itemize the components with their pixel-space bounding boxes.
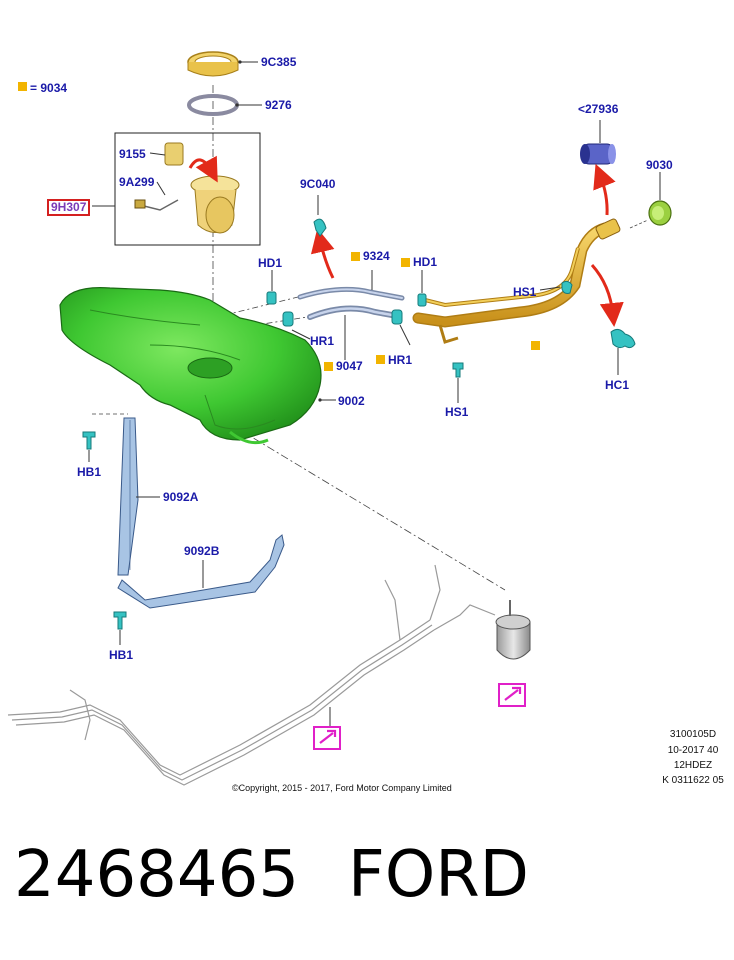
callout-9c040[interactable]: 9C040 — [300, 177, 336, 191]
hose-clamp-hd1-left — [266, 291, 277, 305]
callout-9047[interactable]: 9047 — [336, 359, 363, 373]
brand-name: FORD — [348, 838, 529, 912]
canister-axis-line — [239, 429, 506, 591]
up-arrow-9c040 — [310, 228, 335, 279]
hose-clamp-hr1-left — [282, 311, 294, 327]
strap-9092b-part — [117, 534, 285, 609]
clip-9c040-part — [313, 218, 327, 237]
callout-9324[interactable]: 9324 — [363, 249, 390, 263]
marker-hr1-right — [376, 355, 385, 364]
highlight-canister-icon — [498, 683, 526, 707]
callout-27936[interactable]: <27936 — [578, 102, 619, 116]
carbon-canister-part — [495, 600, 531, 660]
marker-hd1-right — [401, 258, 410, 267]
marker-filler-pipe — [531, 341, 540, 350]
part-number: 2468465 — [14, 838, 300, 912]
callout-9002[interactable]: 9002 — [338, 394, 365, 408]
fuel-tank-part — [59, 287, 322, 445]
callout-hr1-right[interactable]: HR1 — [388, 353, 413, 367]
hose-clamp-hr1-right — [391, 309, 403, 325]
doc-code-3: 12HDEZ — [673, 760, 713, 771]
marker-9324 — [351, 252, 360, 261]
pump-arrow — [188, 155, 218, 183]
strap-9092a-part — [117, 417, 139, 576]
callout-9030[interactable]: 9030 — [646, 158, 673, 172]
doc-code-2: 10-2017 40 — [667, 745, 719, 756]
callout-hb1-lower[interactable]: HB1 — [109, 648, 134, 662]
callout-9c385[interactable]: 9C385 — [261, 55, 297, 69]
hose-clamp-hd1-right — [417, 293, 427, 307]
callout-hs1-lower[interactable]: HS1 — [445, 405, 469, 419]
cap-assembly-part — [580, 143, 616, 165]
callout-hd1-left[interactable]: HD1 — [258, 256, 283, 270]
legend-label: = 9034 — [30, 81, 68, 95]
callout-hs1-upper[interactable]: HS1 — [513, 285, 537, 299]
callout-hr1-left[interactable]: HR1 — [310, 334, 335, 348]
callout-9092a[interactable]: 9092A — [163, 490, 199, 504]
callout-9276[interactable]: 9276 — [265, 98, 292, 112]
clip-hc1-part — [610, 328, 636, 349]
highlight-fuel-line-icon — [313, 726, 341, 750]
copyright-text: ©Copyright, 2015 - 2017, Ford Motor Comp… — [232, 783, 452, 793]
screw-hs1-lower — [452, 362, 464, 378]
bolt-hb1-upper — [82, 431, 96, 450]
callout-9155[interactable]: 9155 — [119, 147, 146, 161]
screw-hs1-upper — [561, 280, 573, 294]
pump-module-box — [114, 132, 261, 246]
lock-ring-part — [187, 51, 239, 77]
legend-marker — [18, 82, 27, 91]
up-arrow-27936 — [593, 163, 616, 216]
callout-9h307[interactable]: 9H307 — [47, 199, 91, 216]
callout-9092b[interactable]: 9092B — [184, 544, 220, 558]
down-arrow-hc1 — [590, 263, 624, 327]
marker-9047 — [324, 362, 333, 371]
fuel-cap-part — [629, 200, 672, 229]
fuel-lines-part — [7, 564, 496, 786]
callout-9a299[interactable]: 9A299 — [119, 175, 155, 189]
doc-code-4: K 0311622 05 — [662, 775, 724, 786]
filler-pipe-part — [412, 218, 621, 328]
bolt-hb1-lower — [113, 611, 127, 630]
doc-code-1: 3100105D — [669, 729, 717, 740]
callout-hb1-upper[interactable]: HB1 — [77, 465, 102, 479]
callout-hc1[interactable]: HC1 — [605, 378, 630, 392]
callout-hd1-right[interactable]: HD1 — [413, 255, 438, 269]
